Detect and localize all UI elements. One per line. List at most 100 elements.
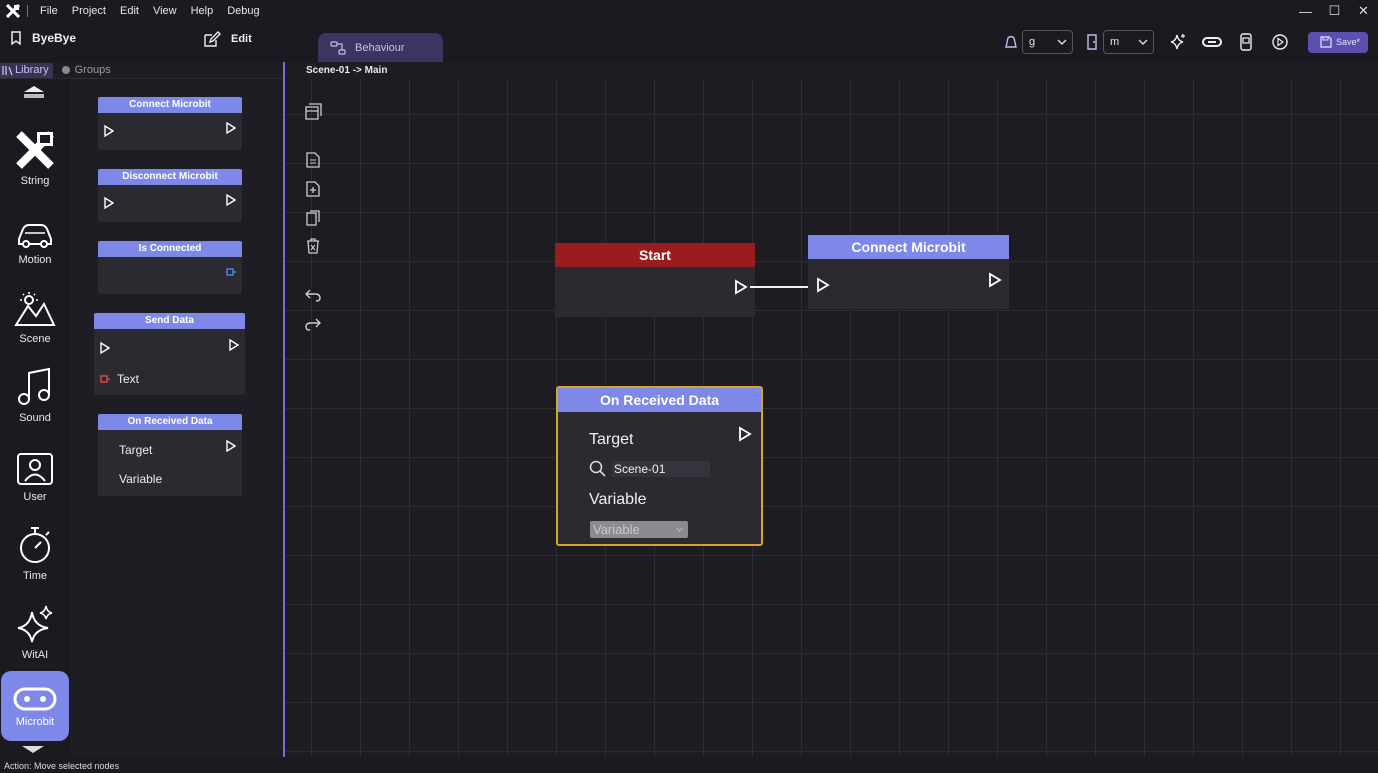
search-icon — [589, 460, 606, 477]
node-canvas[interactable]: Start Connect Microbit On Received Data … — [285, 79, 1378, 757]
flow-out-icon[interactable] — [988, 272, 1002, 288]
sparkle-icon[interactable] — [1167, 31, 1189, 53]
select-g[interactable]: g — [1021, 30, 1073, 54]
category-string[interactable]: String — [0, 124, 70, 203]
save-button[interactable]: Save* — [1307, 31, 1368, 53]
sparkle-icon — [12, 598, 58, 644]
tab-behaviour[interactable]: Behaviour — [318, 33, 443, 62]
link-icon[interactable] — [1201, 31, 1223, 53]
category-witai[interactable]: WitAI — [0, 598, 70, 677]
menu-file[interactable]: File — [40, 5, 58, 17]
project-name-label: ByeBye — [32, 31, 77, 45]
blueprint-icon[interactable] — [304, 103, 322, 121]
flow-out-icon — [226, 194, 236, 206]
door-icon[interactable] — [1081, 31, 1103, 53]
flow-icon — [330, 40, 346, 55]
string-port-icon — [100, 375, 111, 383]
status-bar: Action: Move selected nodes — [0, 757, 1378, 773]
save-icon — [1320, 36, 1332, 48]
panel-header: Library Groups — [0, 62, 284, 79]
title-separator — [27, 5, 28, 17]
category-motion[interactable]: Motion — [0, 203, 70, 282]
variable-select-value: Variable — [593, 522, 640, 537]
add-document-icon[interactable] — [304, 180, 322, 198]
flow-in-icon — [104, 125, 114, 137]
scroll-down-indicator[interactable] — [20, 744, 46, 754]
node-start-title: Start — [555, 243, 755, 267]
select-m[interactable]: m — [1102, 30, 1154, 54]
category-sound[interactable]: Sound — [0, 361, 70, 440]
menu-edit[interactable]: Edit — [119, 5, 139, 17]
menu-help[interactable]: Help — [190, 5, 214, 17]
category-time-label: Time — [22, 570, 48, 582]
flow-out-icon[interactable] — [738, 426, 752, 442]
menu-debug[interactable]: Debug — [227, 5, 260, 17]
library-node-connect-microbit[interactable]: Connect Microbit — [98, 97, 242, 150]
category-time[interactable]: Time — [0, 519, 70, 598]
category-scene[interactable]: Scene — [0, 282, 70, 361]
scroll-up-indicator[interactable] — [22, 84, 46, 98]
maximize-button[interactable]: ☐ — [1328, 3, 1341, 18]
menu-view[interactable]: View — [152, 5, 177, 17]
landscape-icon — [12, 282, 58, 328]
paste-icon[interactable] — [304, 209, 322, 227]
project-name: ByeBye — [10, 31, 76, 45]
node-connect-microbit[interactable]: Connect Microbit — [808, 235, 1009, 309]
library-icon — [2, 65, 13, 76]
tab-library[interactable]: Library — [0, 62, 53, 78]
chevron-down-icon — [1138, 39, 1148, 45]
category-witai-label: WitAI — [21, 649, 49, 661]
target-search[interactable]: Scene-01 — [589, 460, 710, 477]
tab-groups[interactable]: Groups — [61, 64, 111, 76]
flow-out-icon — [229, 339, 239, 351]
menu-project[interactable]: Project — [71, 5, 106, 17]
select-m-value: m — [1109, 36, 1120, 48]
panel-divider[interactable] — [283, 62, 285, 757]
target-label: Target — [119, 443, 153, 457]
variable-label: Variable — [119, 472, 163, 486]
library-node-disconnect-microbit[interactable]: Disconnect Microbit — [98, 169, 242, 222]
node-library: Connect Microbit Disconnect Microbit Is … — [70, 79, 284, 757]
variable-label: Variable — [589, 491, 647, 508]
category-microbit[interactable]: Microbit — [1, 671, 69, 741]
category-scene-label: Scene — [19, 333, 51, 345]
undo-icon[interactable] — [304, 286, 322, 304]
category-user[interactable]: User — [0, 440, 70, 519]
library-node-is-connected[interactable]: Is Connected — [98, 241, 242, 294]
toolbar-right: g m — [1000, 30, 1368, 54]
window-controls: — ☐ ✕ — [1291, 0, 1378, 22]
library-node-title: Send Data — [94, 313, 245, 329]
chevron-down-icon — [1057, 39, 1067, 45]
play-icon[interactable] — [1269, 31, 1291, 53]
node-start[interactable]: Start — [555, 243, 755, 317]
library-node-on-received-data[interactable]: On Received Data Target Variable — [98, 414, 242, 496]
redo-icon[interactable] — [304, 315, 322, 333]
connection-wire[interactable] — [750, 284, 812, 290]
string-icon — [12, 124, 58, 170]
behaviour-label: Behaviour — [355, 41, 405, 54]
user-icon — [12, 440, 58, 486]
microbit-icon — [12, 671, 58, 711]
document-icon[interactable] — [304, 151, 322, 169]
flow-in-icon[interactable] — [816, 277, 830, 293]
variable-select[interactable]: Variable — [590, 521, 688, 538]
edit-button[interactable]: Edit — [203, 31, 252, 47]
target-search-input[interactable]: Scene-01 — [612, 460, 710, 477]
library-node-title: Disconnect Microbit — [98, 169, 242, 185]
minimize-button[interactable]: — — [1299, 3, 1312, 19]
library-node-send-data[interactable]: Send Data Text — [94, 313, 245, 395]
node-on-received-data[interactable]: On Received Data Target Scene-01 Variabl… — [556, 386, 763, 546]
close-button[interactable]: ✕ — [1358, 3, 1369, 18]
delete-icon[interactable] — [304, 237, 322, 255]
car-icon — [12, 203, 58, 249]
groups-icon — [61, 65, 71, 75]
bell-icon[interactable] — [1000, 31, 1022, 53]
category-string-label: String — [20, 175, 50, 187]
chevron-down-icon — [676, 527, 683, 532]
node-on-received-title: On Received Data — [558, 388, 761, 412]
flow-out-icon[interactable] — [734, 279, 748, 295]
stopwatch-icon — [12, 519, 58, 565]
device-icon[interactable] — [1235, 31, 1257, 53]
library-node-title: Connect Microbit — [98, 97, 242, 113]
